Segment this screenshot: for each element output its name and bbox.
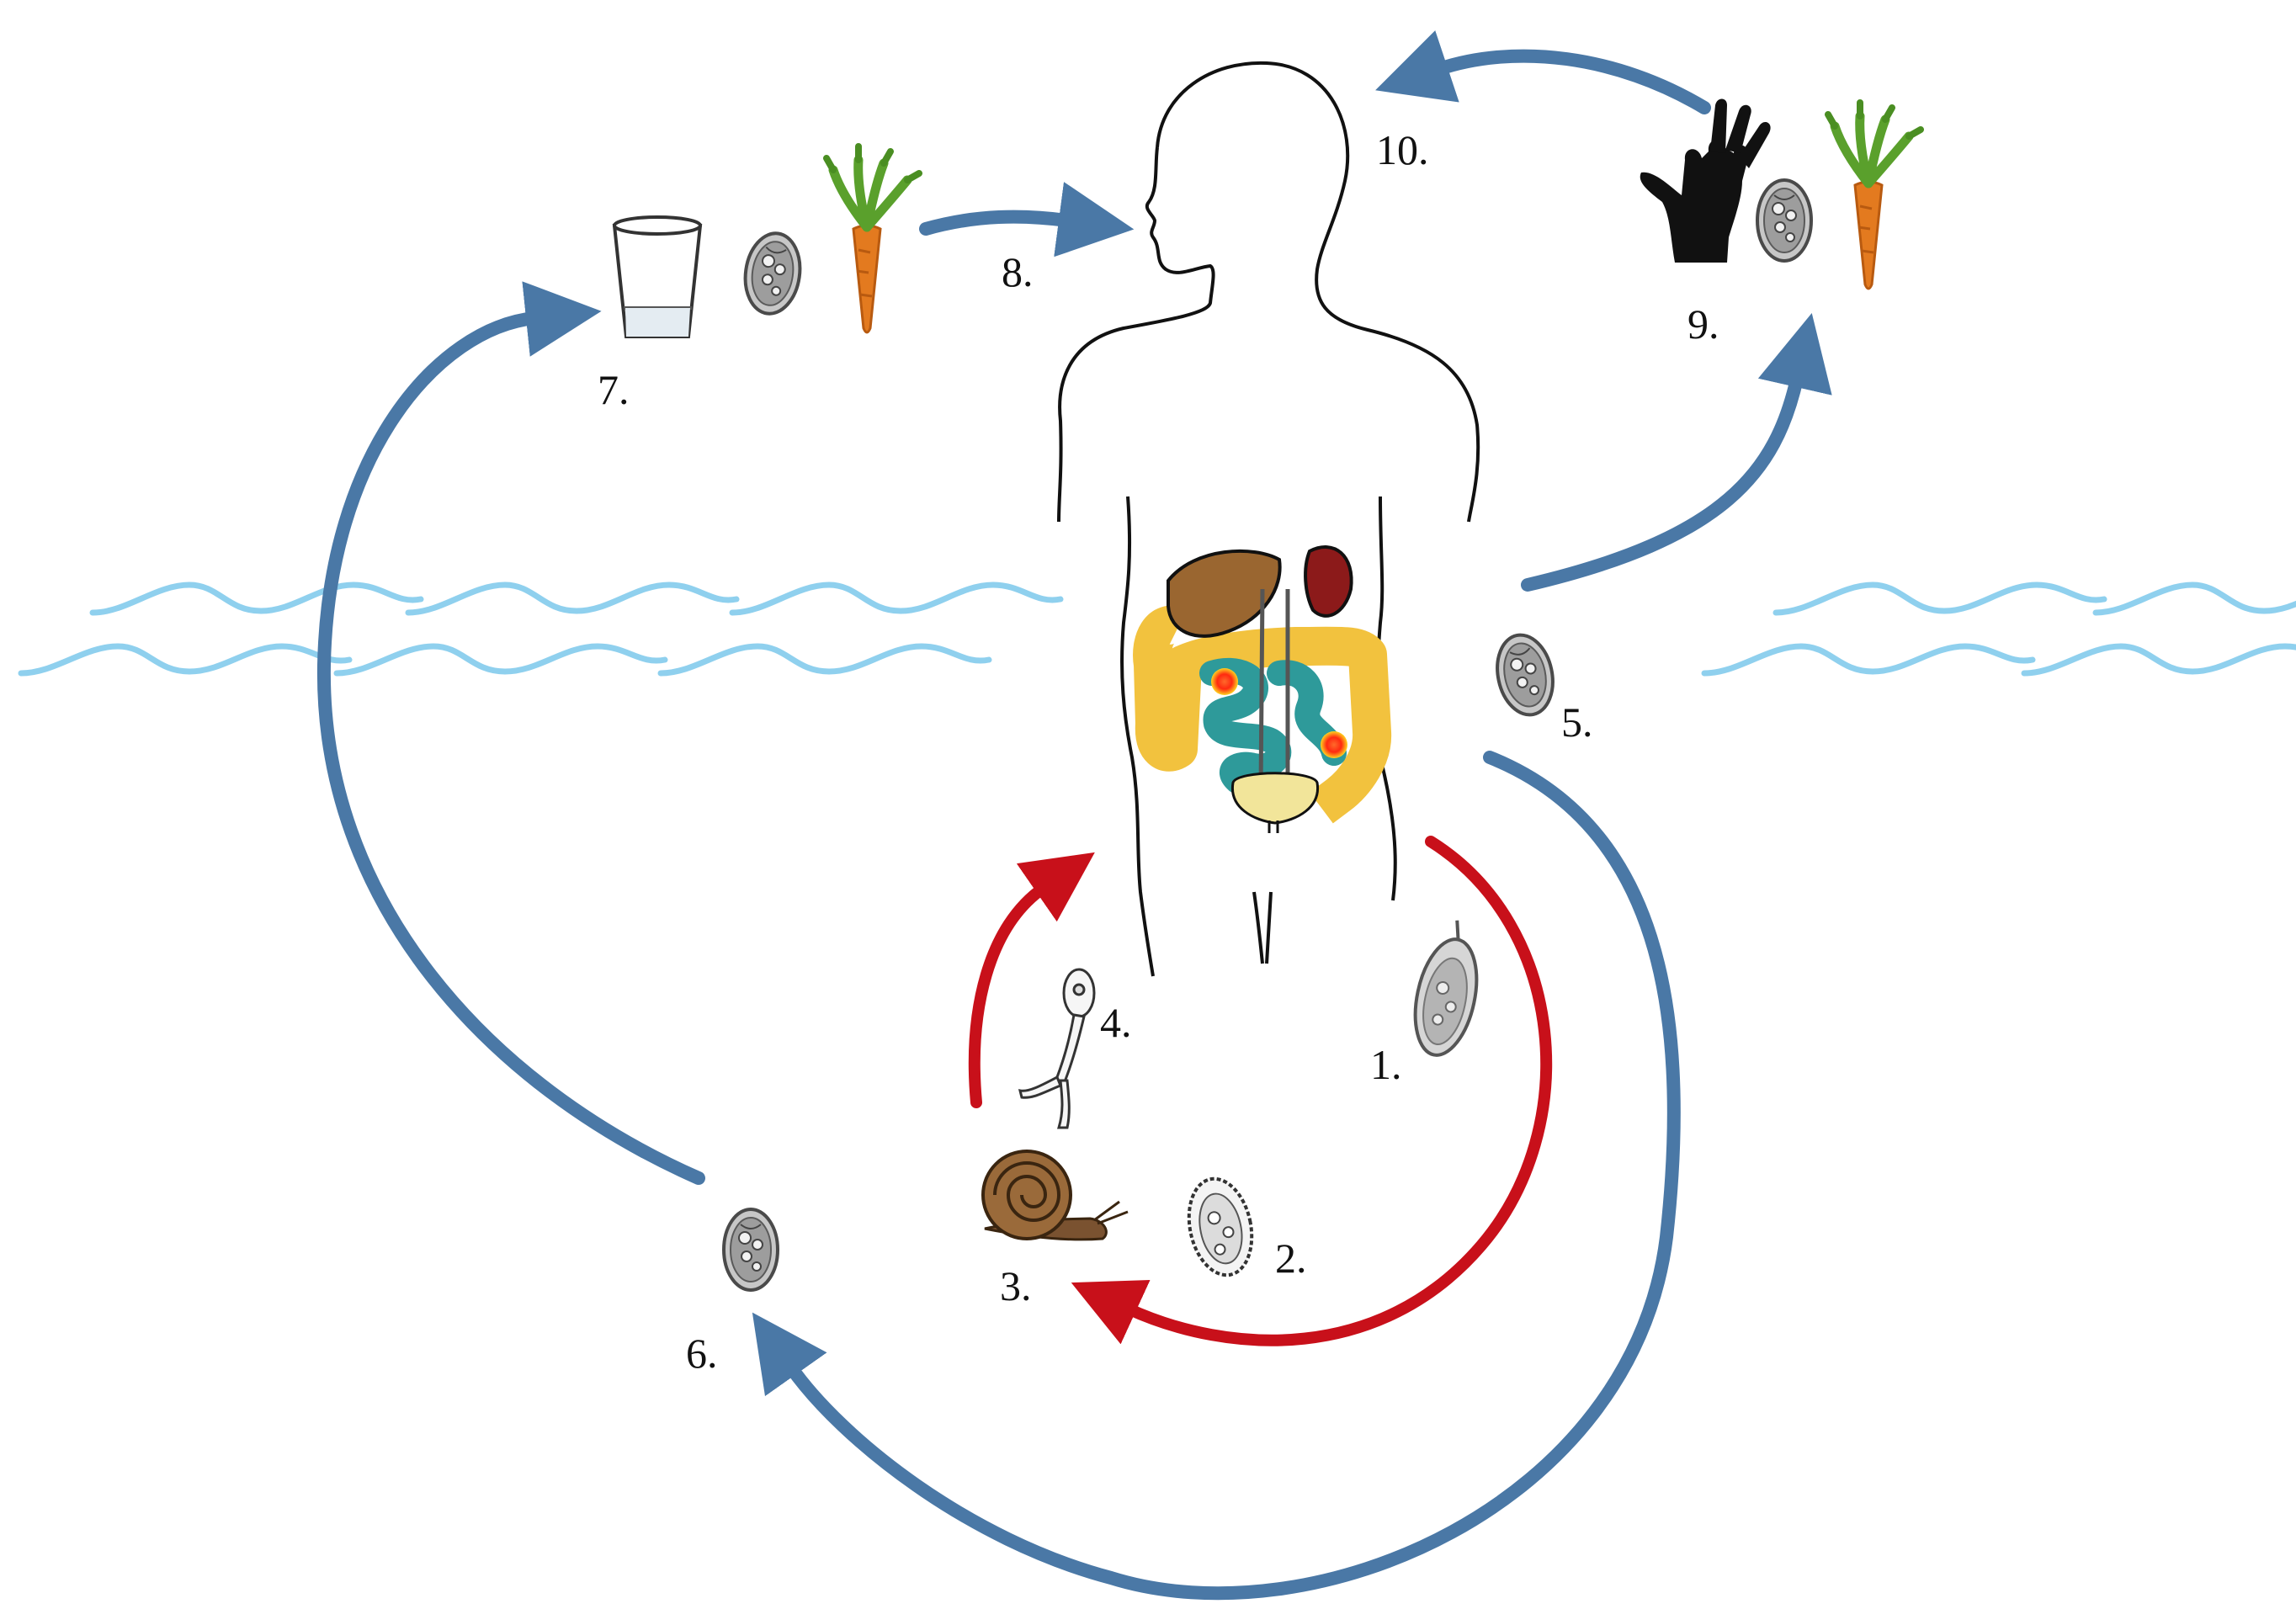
arrow-to-mouth-8 — [919, 182, 1135, 258]
arrow-to-egg-6 — [752, 751, 1681, 1601]
step-7-label: 7. — [598, 366, 630, 413]
arrow-to-step-7 — [316, 281, 705, 1185]
hand-icon — [1640, 98, 1771, 263]
arrow-to-snail-3 — [1071, 836, 1553, 1346]
step-3-label: 3. — [1000, 1262, 1032, 1309]
blue-arrows — [316, 30, 1832, 1601]
step-9-label: 9. — [1687, 300, 1719, 348]
egg-icon — [738, 228, 807, 319]
step-1-label: 1. — [1370, 1041, 1402, 1088]
human-silhouette-icon — [1057, 61, 1480, 977]
arrow-to-host — [968, 852, 1095, 1108]
carrot-icon — [826, 146, 919, 332]
step-10-label: 10. — [1376, 126, 1429, 173]
step-labels: 1. 2. 3. 4. 5. 6. 7. 8. 9. 10. — [598, 126, 1719, 1377]
egg-icon — [1756, 178, 1813, 263]
water-glass-icon — [612, 215, 703, 338]
step-4-label: 4. — [1100, 999, 1132, 1046]
miracidium-icon — [1187, 1176, 1254, 1277]
red-arrows — [968, 836, 1553, 1346]
step-5-label: 5. — [1561, 698, 1593, 746]
abdominal-organs-icon — [1133, 545, 1392, 833]
cercaria-icon — [1018, 968, 1096, 1129]
step-8-label: 8. — [1002, 248, 1034, 295]
egg-icon — [722, 1208, 779, 1292]
carrot-icon — [1828, 103, 1921, 289]
arrow-to-head-10 — [1375, 30, 1711, 114]
egg-icon — [1488, 628, 1562, 722]
step-2-label: 2. — [1275, 1235, 1307, 1282]
snail-icon — [981, 1150, 1129, 1241]
spined-egg-icon — [1413, 920, 1479, 1057]
step-6-label: 6. — [686, 1330, 718, 1377]
arrow-to-step-9 — [1521, 312, 1832, 592]
